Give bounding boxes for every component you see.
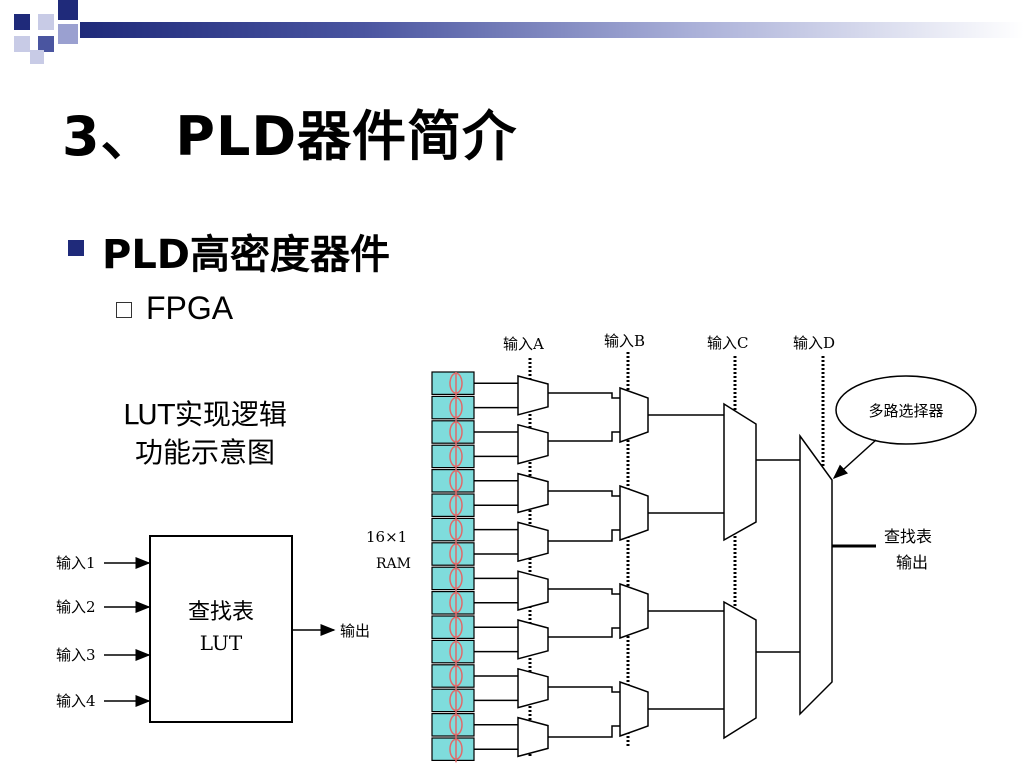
mux-stage-3 <box>723 402 757 740</box>
bullet-text-level1: PLD高密度器件 <box>102 232 391 278</box>
deco-square <box>38 36 54 52</box>
lut-output-label-line2: 输出 <box>896 553 928 572</box>
mux-2to1 <box>619 484 649 542</box>
callout-bubble <box>835 375 977 445</box>
ram-label-top: 16×1 <box>366 528 407 546</box>
mux-stage-2 <box>619 386 649 738</box>
slide-title: 3、 PLD器件简介 <box>62 105 518 168</box>
deco-square <box>58 0 78 20</box>
mux-2to1 <box>517 716 549 758</box>
mux-final <box>799 433 833 716</box>
lut-output-label-line1: 查找表 <box>884 527 932 546</box>
lut-caption: LUT实现逻辑 功能示意图 <box>100 396 310 472</box>
lut-output-label: 输出 <box>340 622 370 640</box>
lut-input-label: 输入2 <box>56 598 96 616</box>
mux-stage-1 <box>517 375 549 758</box>
mux-4to1 <box>723 402 757 542</box>
callout-arrow <box>832 439 877 480</box>
wires-stage2-to-stage3 <box>648 414 724 710</box>
bullet-square <box>68 240 84 256</box>
lut-box <box>149 535 293 723</box>
caption-line-1: LUT实现逻辑 <box>123 398 287 431</box>
lut-input-label: 输入4 <box>56 692 96 710</box>
deco-square <box>58 24 78 44</box>
callout-bubble-label: 多路选择器 <box>868 402 943 420</box>
deco-square <box>14 36 30 52</box>
mux-2to1 <box>517 375 549 416</box>
mux-2to1 <box>619 386 649 444</box>
header-gradient-bar <box>80 22 1024 38</box>
mux-input-label: 输入B <box>604 332 645 350</box>
mux-tree-diagram: 输入A 输入B 输入C 输入D 16×1 RAM <box>366 332 977 763</box>
mux-2to1 <box>619 582 649 640</box>
lut-input-label: 输入1 <box>56 554 96 572</box>
ram-label-bottom: RAM <box>376 556 411 572</box>
wires-stage1-to-stage2 <box>548 392 620 738</box>
mux-2to1 <box>517 423 549 465</box>
deco-square <box>38 14 54 30</box>
lut-box-label: 查找表 <box>188 600 254 625</box>
sub-bullet-box <box>116 302 132 318</box>
mux-2to1 <box>517 619 549 660</box>
lut-box-sublabel: LUT <box>200 631 243 655</box>
mux-2to1 <box>517 570 549 611</box>
ram-cell-column <box>431 371 518 763</box>
mux-2to1 <box>517 472 549 514</box>
lut-block-diagram: 查找表 LUT 输入1 输入2 输入3 输入4 输出 <box>56 535 370 723</box>
mux-2to1 <box>517 521 549 563</box>
lut-input-label: 输入3 <box>56 646 96 664</box>
deco-square <box>14 14 30 30</box>
bullet-text-level2: FPGA <box>146 290 234 326</box>
mux-4to1 <box>723 600 757 740</box>
mux-input-label: 输入A <box>503 335 544 353</box>
mux-2to1 <box>619 680 649 738</box>
mux-input-label: 输入C <box>707 334 748 352</box>
caption-line-2: 功能示意图 <box>134 436 275 469</box>
mux-2to1 <box>517 667 549 709</box>
mux-input-label: 输入D <box>793 334 835 352</box>
wires-stage3-to-final <box>756 459 800 653</box>
deco-square <box>30 50 44 64</box>
